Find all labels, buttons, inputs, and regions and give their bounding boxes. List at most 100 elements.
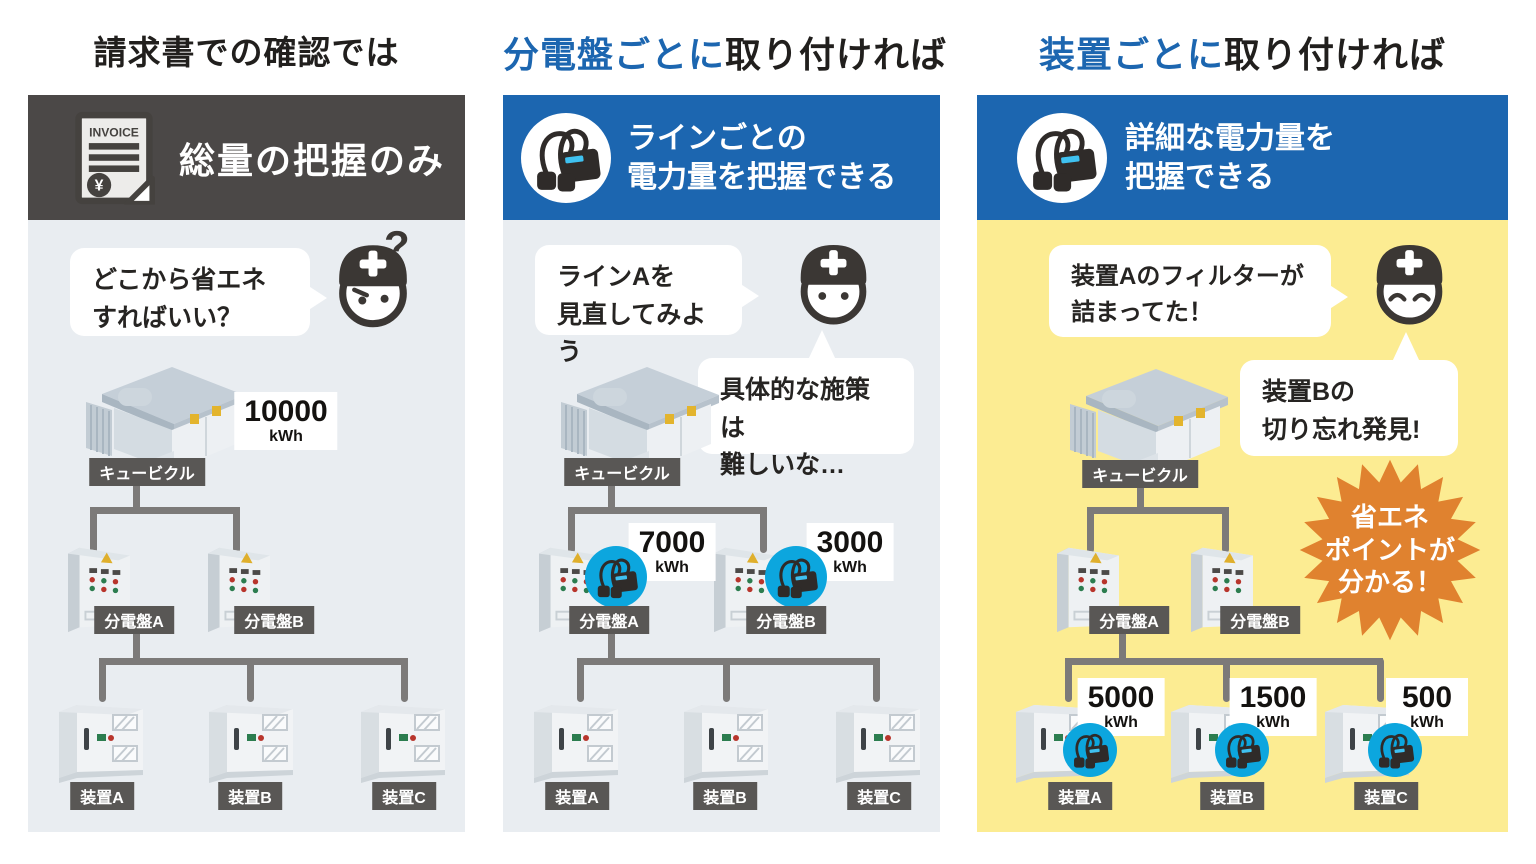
- device-panel-body: 装置Aのフィルターが 詰まってた！ 装置Bの 切り忘れ発見! 省エネ ポイントが…: [977, 220, 1508, 832]
- kwh-number: 5000: [1087, 681, 1155, 714]
- speech-line: 装置Aのフィルターが: [1071, 263, 1304, 290]
- device-a-label: 装置A: [70, 782, 134, 810]
- speech-bubble: 装置Aのフィルターが 詰まってた！: [1049, 245, 1348, 337]
- worker-neutral-icon: [786, 238, 881, 328]
- board-a-label: 分電盤A: [94, 606, 174, 634]
- logger-icon-circle: [1017, 112, 1107, 203]
- panel2-title-highlight: 分電盤ごとに: [503, 34, 726, 75]
- tree-line: [608, 626, 615, 664]
- device-b-illustration: [678, 698, 773, 783]
- kwh-number: 7000: [638, 526, 706, 559]
- board-panel-body: ラインAを 見直してみよう 具体的な施策は 難しいな… キュービクル: [503, 220, 940, 832]
- tree-line: [760, 507, 767, 553]
- kwh-number: 3000: [816, 526, 884, 559]
- total-kwh-value: 10000 kWh: [234, 392, 338, 450]
- tree-line: [608, 470, 615, 514]
- worker-happy-icon: [1362, 238, 1457, 328]
- device-monitoring-panel: 詳細な電力量を 把握できる 装置Aのフィルターが 詰まってた！ 装置Bの 切り忘…: [977, 95, 1508, 832]
- tree-line: [568, 507, 575, 553]
- invoice-panel-body: どこから省エネ すればいい？ ? 10000 kWh キュービクル: [28, 220, 465, 832]
- tree-line: [401, 658, 408, 702]
- device-c-illustration: [830, 698, 925, 783]
- tree-line: [1087, 507, 1229, 514]
- speech-bubble: どこから省エネ すればいい？: [70, 248, 327, 336]
- board-panel-header-text: ラインごとの 電力量を把握できる: [627, 119, 896, 197]
- tree-line: [568, 507, 767, 514]
- tree-line: [1119, 626, 1126, 664]
- kwh-unit: kWh: [1104, 713, 1138, 731]
- logger-icon-circle: [521, 112, 611, 203]
- sensor-badge: [1368, 723, 1422, 777]
- speech-line: ラインAを: [557, 263, 676, 291]
- kwh-number: 1500: [1239, 681, 1307, 714]
- device-c-kwh-value: 500 kWh: [1386, 678, 1468, 736]
- cubicle-label: キュービクル: [1082, 460, 1198, 488]
- device-a-illustration: [53, 698, 148, 783]
- panel3-title: 装置ごとに取り付ければ: [977, 26, 1508, 75]
- device-c-label: 装置C: [847, 782, 911, 810]
- tree-line: [233, 507, 240, 553]
- speech-line: 見直してみよう: [557, 300, 707, 367]
- invoice-icon: [73, 111, 155, 205]
- tree-line: [873, 658, 880, 702]
- invoice-panel: 総量の把握のみ どこから省エネ すればいい？ ? 10000 kWh: [28, 95, 465, 832]
- cubicle-illustration: [1062, 360, 1232, 475]
- kwh-unit: kWh: [269, 427, 303, 445]
- tree-line: [133, 470, 140, 514]
- sensor-badge: [585, 546, 647, 608]
- bubble-tail-icon: [739, 282, 759, 309]
- board-panel-header: ラインごとの 電力量を把握できる: [503, 95, 940, 220]
- device-b-label: 装置B: [1200, 782, 1264, 810]
- cubicle-illustration: [553, 358, 723, 473]
- tree-line: [99, 658, 106, 702]
- starburst-line: 分かる！: [1337, 567, 1442, 598]
- panel1-title-text: 請求書での確認では: [93, 34, 400, 71]
- speech-line: どこから省エネ: [92, 266, 267, 294]
- device-c-label: 装置C: [1354, 782, 1418, 810]
- sensor-badge: [1063, 723, 1117, 777]
- board-a-label: 分電盤A: [569, 606, 649, 634]
- speech-bubble: 具体的な施策は 難しいな…: [698, 358, 914, 479]
- tree-line: [133, 626, 140, 664]
- sensor-badge: [1215, 723, 1269, 777]
- device-a-illustration: [528, 698, 623, 783]
- panel1-title: 請求書での確認では: [28, 26, 465, 72]
- panel3-title-rest: 取り付ければ: [1224, 34, 1447, 75]
- panel2-title: 分電盤ごとに取り付ければ: [503, 26, 946, 75]
- kwh-unit: kWh: [833, 558, 867, 576]
- tree-line: [1087, 507, 1094, 553]
- board-monitoring-panel: ラインごとの 電力量を把握できる ラインAを 見直してみよう 具体的な施策は 難…: [503, 95, 940, 832]
- power-logger-icon: [528, 120, 604, 196]
- tree-line: [1137, 472, 1144, 514]
- power-logger-icon: [1374, 729, 1416, 771]
- tree-line: [90, 507, 97, 553]
- sensor-badge: [765, 546, 827, 608]
- power-logger-icon: [592, 553, 640, 601]
- header-line: 電力量を把握できる: [627, 160, 897, 194]
- invoice-panel-header: 総量の把握のみ: [28, 95, 465, 220]
- power-logger-icon: [1024, 120, 1100, 196]
- cubicle-label: キュービクル: [564, 458, 680, 486]
- tree-line: [90, 507, 240, 514]
- bubble-tail-icon: [1328, 283, 1348, 310]
- device-a-label: 装置A: [1048, 782, 1112, 810]
- device-panel-header: 詳細な電力量を 把握できる: [977, 95, 1508, 220]
- question-mark: ?: [384, 222, 410, 269]
- kwh-unit: kWh: [1410, 713, 1444, 731]
- power-logger-icon: [1069, 729, 1111, 771]
- speech-line: すればいい？: [92, 303, 243, 332]
- kwh-unit: kWh: [655, 558, 689, 576]
- tree-line: [1377, 658, 1384, 702]
- tree-line: [723, 658, 730, 702]
- speech-line: 切り忘れ発見!: [1262, 415, 1421, 444]
- device-panel-header-text: 詳細な電力量を 把握できる: [1125, 119, 1335, 197]
- speech-line: 装置Bの: [1262, 378, 1356, 406]
- bubble-tail-icon: [1392, 332, 1420, 362]
- device-c-illustration: [355, 698, 450, 783]
- tree-line: [577, 658, 584, 702]
- tree-line: [1065, 658, 1072, 702]
- device-b-label: 装置B: [693, 782, 757, 810]
- cubicle-illustration: [78, 358, 248, 473]
- board-a-kwh-value: 7000 kWh: [628, 523, 716, 581]
